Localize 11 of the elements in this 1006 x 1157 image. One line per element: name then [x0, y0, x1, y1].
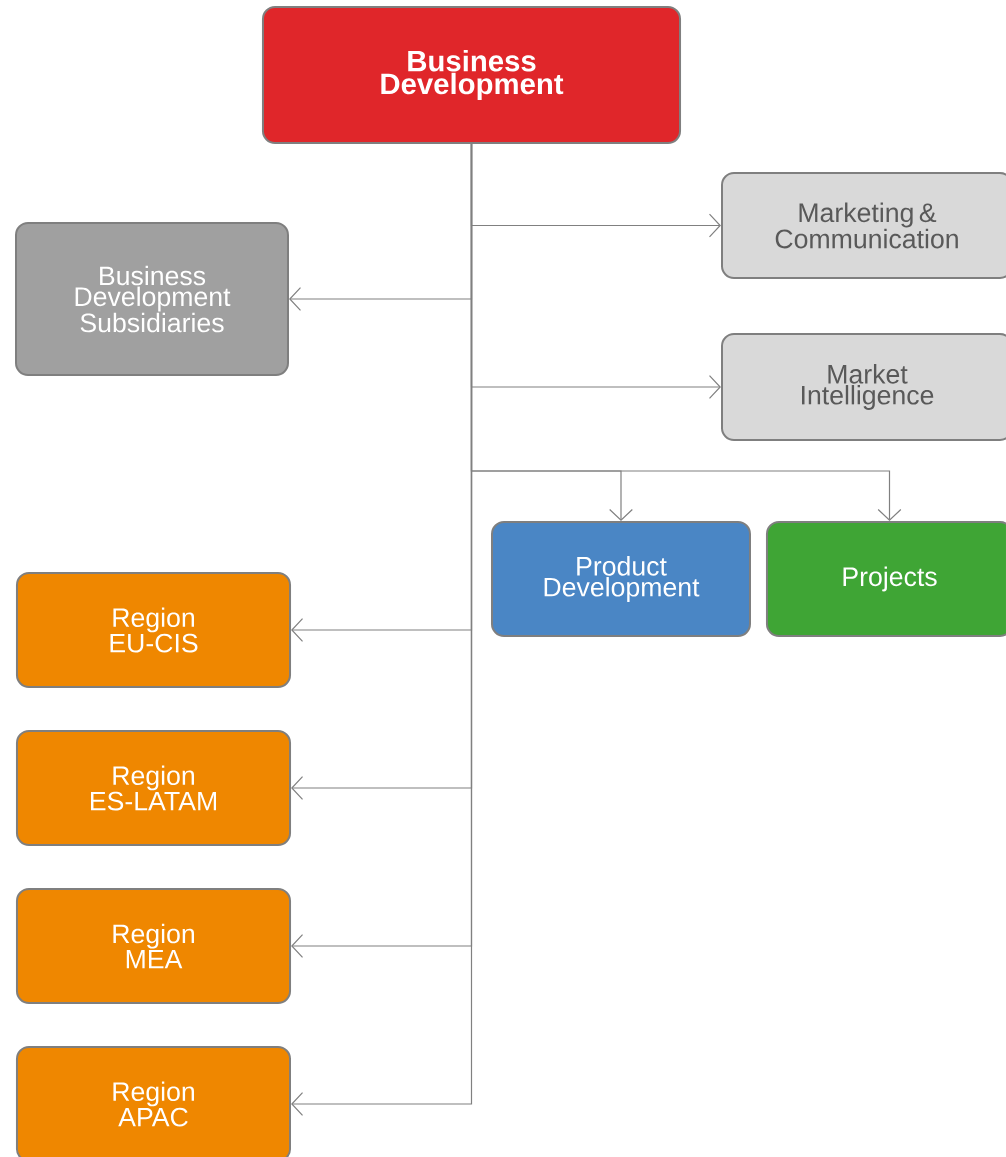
org-box: Region ES-LATAM [15, 730, 292, 846]
org-box: Region APAC [15, 1046, 292, 1157]
org-box: Product Development [491, 521, 751, 637]
org-box: Business Development [261, 6, 682, 144]
org-box: Region MEA [15, 888, 292, 1004]
org-box: Projects [765, 521, 1006, 637]
org-box: Region EU-CIS [15, 572, 292, 688]
org-box: Marketing & Communication [721, 171, 1006, 280]
org-box: Business Development Subsidiaries [15, 222, 289, 376]
org-box: Market Intelligence [721, 333, 1006, 441]
arrow [291, 143, 473, 1116]
